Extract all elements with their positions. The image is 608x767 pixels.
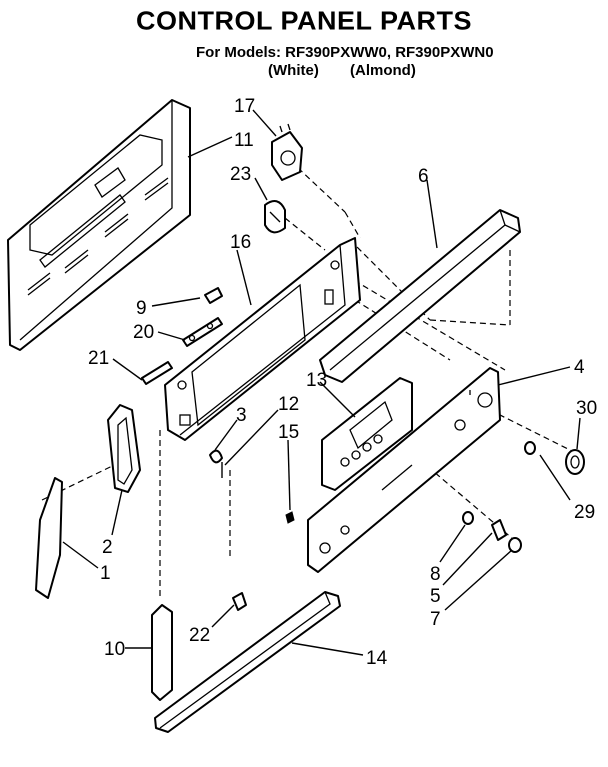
callout-12: 12 xyxy=(278,394,299,415)
part-16-panel-frame xyxy=(164,237,361,441)
part-21-bracket xyxy=(141,361,173,385)
part-5-spacer xyxy=(491,519,507,541)
callout-23: 23 xyxy=(230,164,251,185)
part-7-cap xyxy=(508,537,522,553)
callout-4: 4 xyxy=(574,357,585,378)
part-9-clip xyxy=(204,287,223,304)
callout-3: 3 xyxy=(236,405,247,426)
part-29-shaft xyxy=(524,441,536,455)
part-6-trim-bar xyxy=(319,209,521,383)
callout-13: 13 xyxy=(306,370,327,391)
leader-lines xyxy=(62,109,581,656)
callout-16: 16 xyxy=(230,232,251,253)
callout-14: 14 xyxy=(366,648,388,669)
callout-1: 1 xyxy=(100,563,111,584)
part-30-knob xyxy=(565,449,585,475)
callout-17: 17 xyxy=(234,96,255,117)
color-label-white: (White) xyxy=(268,62,319,79)
page-title: CONTROL PANEL PARTS xyxy=(135,6,473,36)
callout-5: 5 xyxy=(430,586,441,607)
model-numbers: For Models: RF390PXWW0, RF390PXWN0 xyxy=(196,44,494,61)
part-1-side-plate xyxy=(35,477,63,599)
part-3-spring xyxy=(209,449,223,464)
part-14-bottom-trim xyxy=(154,591,341,733)
part-10-end-bracket xyxy=(151,604,173,701)
callout-10: 10 xyxy=(104,639,125,660)
part-22-clip xyxy=(232,592,247,611)
color-label-almond: (Almond) xyxy=(350,62,416,79)
callout-6: 6 xyxy=(418,166,429,187)
part-13-electronic-control xyxy=(321,377,413,491)
callout-30: 30 xyxy=(576,398,597,419)
callout-21: 21 xyxy=(88,348,109,369)
callout-labels: 17 11 23 6 16 9 20 21 13 4 3 12 15 30 2 … xyxy=(88,96,597,669)
part-4-control-panel xyxy=(307,367,501,573)
callout-8: 8 xyxy=(430,564,441,585)
part-15-screw xyxy=(285,511,295,524)
callout-20: 20 xyxy=(133,322,154,343)
part-20-bracket xyxy=(182,317,223,347)
part-2-grip xyxy=(107,404,141,493)
part-8-bushing xyxy=(462,511,474,525)
callout-7: 7 xyxy=(430,609,441,630)
callout-15: 15 xyxy=(278,422,299,443)
callout-2: 2 xyxy=(102,537,113,558)
part-11-back-panel xyxy=(7,99,191,351)
callout-11: 11 xyxy=(234,130,254,151)
callout-9: 9 xyxy=(136,298,147,319)
part-17-switch xyxy=(271,123,303,181)
callout-22: 22 xyxy=(189,625,210,646)
callout-29: 29 xyxy=(574,502,595,523)
part-23-clip xyxy=(264,200,286,234)
